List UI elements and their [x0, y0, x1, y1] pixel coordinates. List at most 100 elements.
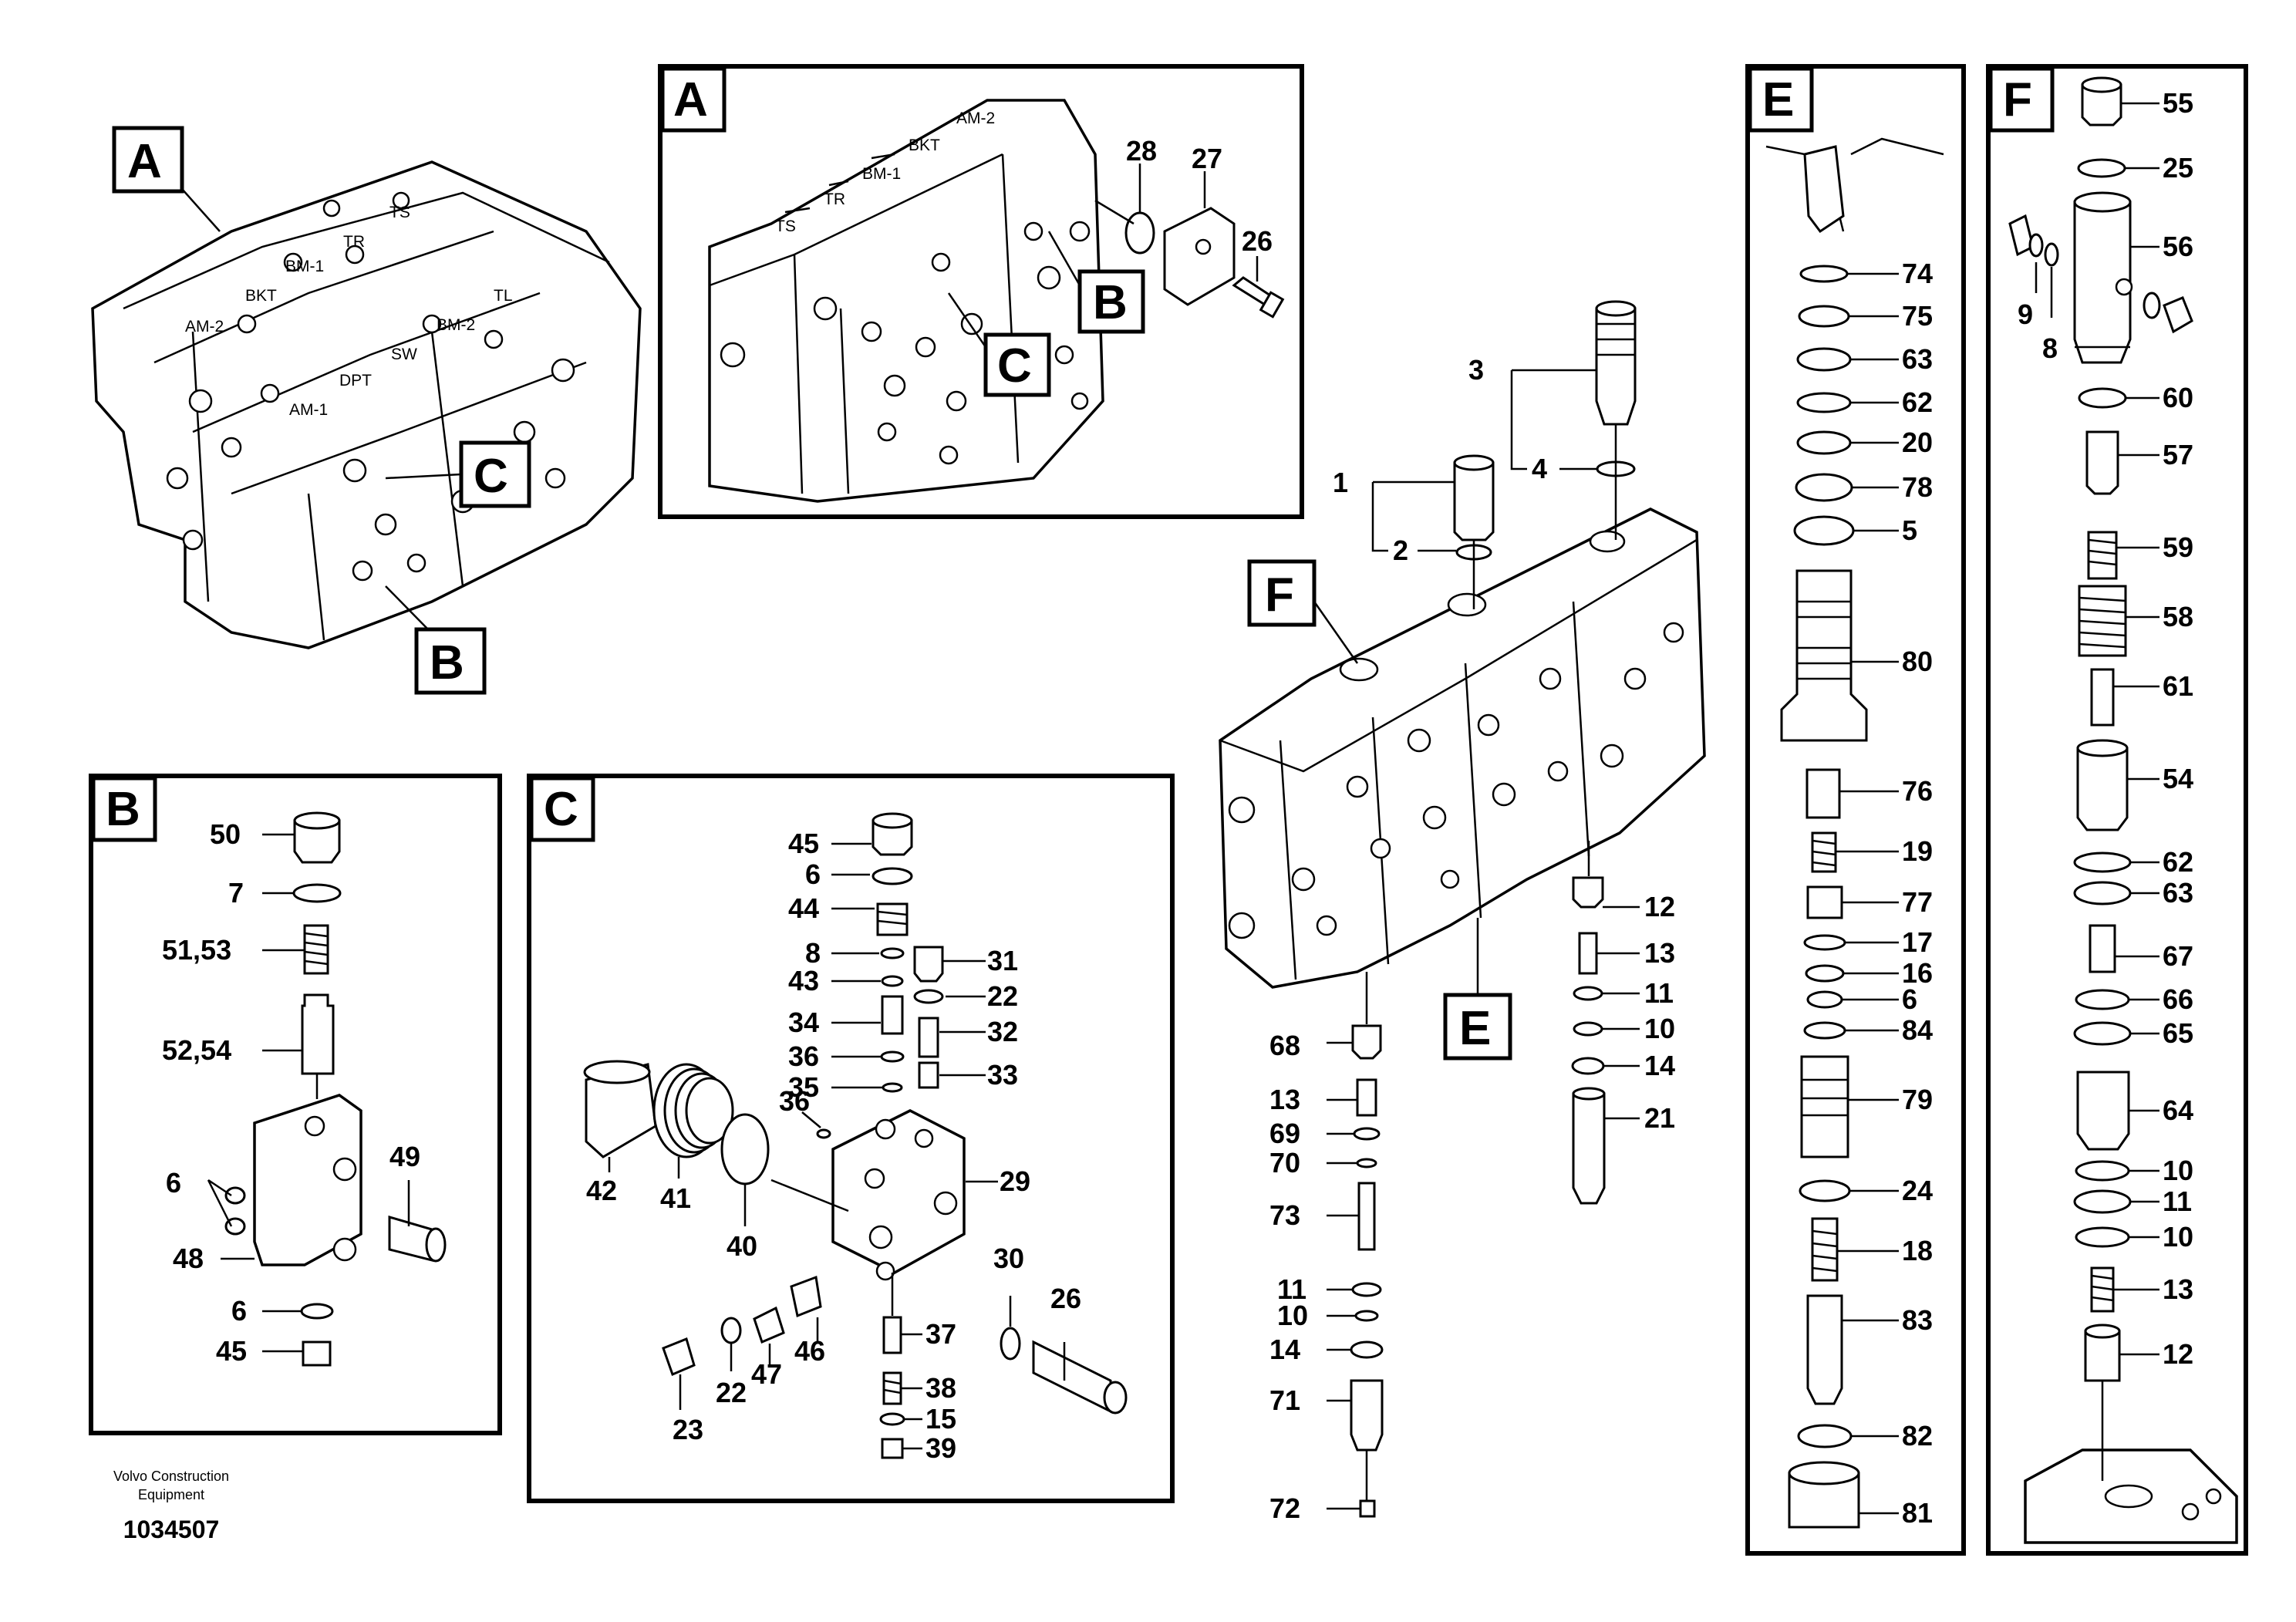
panel-a-label-am2: AM-2	[956, 110, 995, 127]
overview-callout-c: C	[385, 440, 531, 508]
panel-c-part-33: 33	[987, 1059, 1018, 1091]
panel-f-part-55: 55	[2163, 87, 2193, 119]
panel-c-part-6: 6	[805, 858, 821, 890]
overview-label-ts: TS	[389, 204, 410, 221]
center-part-1: 1	[1333, 467, 1348, 498]
panel-c-part-40: 40	[727, 1230, 757, 1262]
center-part-14-b: 14	[1269, 1334, 1300, 1365]
center-part-72: 72	[1269, 1492, 1300, 1524]
svg-text:B: B	[1093, 276, 1128, 329]
panel-f-part-9: 9	[2018, 298, 2033, 330]
panel-c-part-22-b: 22	[716, 1377, 747, 1408]
center-part-13-b: 13	[1269, 1084, 1300, 1115]
panel-f-part-11: 11	[2163, 1185, 2192, 1217]
panel-f-part-67: 67	[2163, 940, 2193, 972]
panel-a-callout-c: C	[947, 292, 1051, 397]
panel-e-part-62: 62	[1902, 386, 1933, 418]
center-part-11-b: 11	[1277, 1273, 1306, 1305]
svg-text:A: A	[127, 135, 162, 188]
overview-label-am2: AM-2	[185, 318, 224, 336]
panel-f-letter: F	[2003, 73, 2032, 126]
panel-f-part-10-a: 10	[2163, 1155, 2193, 1186]
overview-label-bkt: BKT	[245, 287, 277, 305]
center-part-10-a: 10	[1644, 1013, 1675, 1044]
panel-f-part-61: 61	[2163, 670, 2193, 702]
panel-c-part-47: 47	[751, 1358, 782, 1390]
panel-c-part-36-b: 36	[779, 1085, 810, 1117]
panel-f-part-65: 65	[2163, 1017, 2193, 1049]
panel-f-part-62: 62	[2163, 846, 2193, 878]
panel-e-part-5: 5	[1902, 514, 1917, 546]
panel-f: F 55	[1986, 64, 2248, 1556]
panel-f-part-57: 57	[2163, 439, 2193, 470]
panel-b-part-45: 45	[216, 1335, 247, 1367]
panel-e-part-16: 16	[1902, 957, 1933, 989]
center-callout-f: F	[1247, 559, 1359, 664]
panel-c-part-45: 45	[788, 828, 819, 859]
panel-a-letter: A	[673, 73, 708, 126]
panel-c-part-36-a: 36	[788, 1040, 819, 1072]
panel-b-part-51-53: 51,53	[162, 934, 231, 966]
panel-c-part-32: 32	[987, 1016, 1018, 1047]
panel-f-part-8: 8	[2042, 332, 2058, 364]
panel-a-label-bkt: BKT	[909, 137, 940, 154]
panel-e-part-82: 82	[1902, 1420, 1933, 1452]
center-part-69: 69	[1269, 1118, 1300, 1149]
document-number: 1034507	[123, 1516, 220, 1543]
panel-c-part-34: 34	[788, 1007, 819, 1038]
panel-b-part-6-b: 6	[231, 1295, 247, 1327]
center-part-3: 3	[1468, 354, 1484, 386]
overview-callout-b: B	[385, 585, 487, 695]
panel-a: A AM-2 BKT BM-1 TR TS 28 27 26 B	[658, 64, 1304, 519]
center-part-11-a: 11	[1644, 977, 1674, 1009]
panel-e-part-77: 77	[1902, 886, 1933, 918]
center-valve-block: 1 2 3 4 12 13 11 10 14 21 68 13 69 70 73…	[1219, 300, 1706, 1524]
panel-c-part-39: 39	[925, 1432, 956, 1464]
panel-c-part-46: 46	[794, 1335, 825, 1367]
center-part-21: 21	[1644, 1102, 1675, 1134]
panel-c-part-31: 31	[987, 945, 1018, 976]
panel-b-part-52-54: 52,54	[162, 1034, 231, 1066]
panel-f-part-54: 54	[2163, 763, 2193, 794]
panel-b: B 50 7 51,53 52,54 49 6 48 6 45	[89, 774, 502, 1435]
center-part-71: 71	[1269, 1384, 1300, 1416]
panel-f-part-60: 60	[2163, 382, 2193, 413]
panel-a-label-tr: TR	[824, 191, 845, 208]
panel-e-part-83: 83	[1902, 1304, 1933, 1336]
center-part-4: 4	[1532, 453, 1547, 484]
overview-label-bm1: BM-1	[285, 258, 324, 275]
panel-e-part-19: 19	[1902, 835, 1933, 867]
panel-c-part-44: 44	[788, 892, 819, 924]
panel-b-part-6-a: 6	[166, 1167, 181, 1199]
panel-c-part-41: 41	[660, 1182, 691, 1214]
panel-c: C	[527, 774, 1175, 1503]
panel-a-part-27: 27	[1192, 143, 1222, 174]
panel-e-letter: E	[1762, 73, 1794, 126]
panel-c-part-35: 35	[788, 1071, 819, 1103]
panel-f-part-64: 64	[2163, 1094, 2193, 1126]
panel-e-part-17: 17	[1902, 926, 1933, 958]
panel-f-part-63: 63	[2163, 877, 2193, 909]
panel-f-part-58: 58	[2163, 601, 2193, 632]
panel-e-part-79: 79	[1902, 1084, 1933, 1115]
panel-c-part-8: 8	[805, 937, 821, 969]
panel-f-part-12: 12	[2163, 1338, 2193, 1370]
overview-label-am1: AM-1	[289, 401, 328, 419]
footer: Volvo Construction Equipment 1034507	[113, 1469, 229, 1543]
panel-a-label-ts: TS	[775, 218, 796, 235]
overview-label-tr: TR	[343, 233, 365, 251]
brand-line-1: Volvo Construction	[113, 1469, 229, 1484]
center-part-73: 73	[1269, 1199, 1300, 1231]
panel-f-part-59: 59	[2163, 531, 2193, 563]
center-part-70: 70	[1269, 1147, 1300, 1179]
panel-c-part-22-a: 22	[987, 980, 1018, 1012]
overview-callout-a: A	[112, 126, 221, 232]
panel-e-part-63: 63	[1902, 343, 1933, 375]
overview-label-bm2: BM-2	[437, 316, 475, 334]
panel-f-part-10-b: 10	[2163, 1221, 2193, 1253]
overview-valve-block: TR TS BM-1 BKT AM-2 TL BM-2 SW DPT AM-1	[91, 160, 642, 649]
panel-c-part-43: 43	[788, 965, 819, 996]
panel-c-part-38: 38	[925, 1372, 956, 1404]
panel-f-part-13: 13	[2163, 1273, 2193, 1305]
center-part-12: 12	[1644, 891, 1675, 922]
